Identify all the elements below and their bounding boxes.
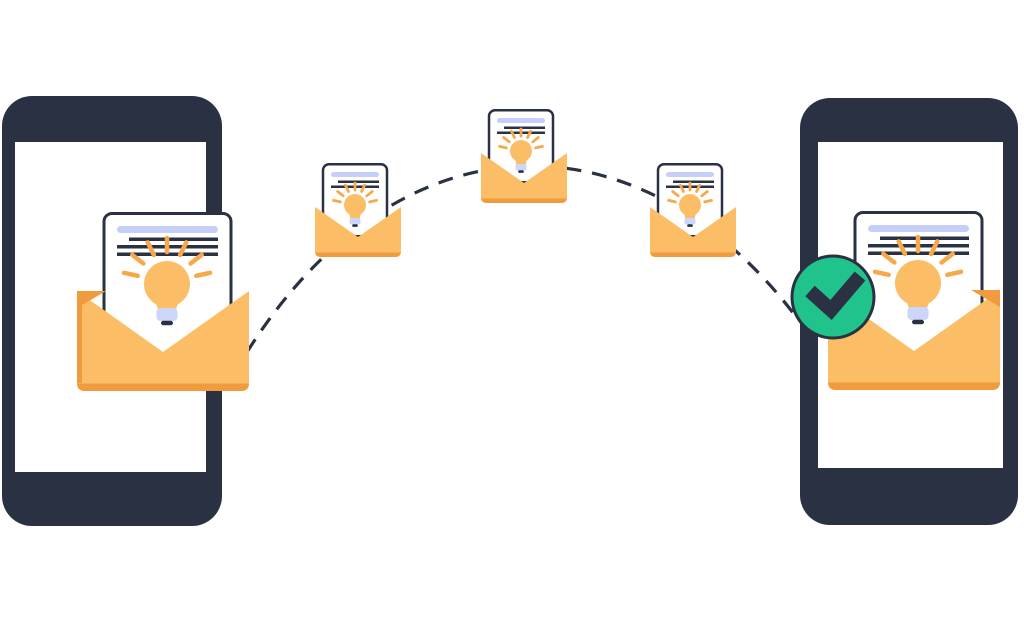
envelope-in-transit-1 [313, 162, 403, 259]
envelope-edge-shadow [77, 294, 82, 383]
envelope-fold-shadow [77, 291, 106, 308]
envelope-fold-shadow [971, 290, 1000, 307]
envelope-in-transit-2 [479, 108, 569, 205]
envelope-in-transit-3 [648, 162, 738, 259]
checkmark-icon [805, 271, 866, 321]
outgoing-message-motif [77, 214, 249, 392]
delivered-status-badge [790, 254, 876, 340]
outgoing-message-envelope [77, 214, 249, 392]
incoming-message-envelope [828, 213, 1000, 391]
